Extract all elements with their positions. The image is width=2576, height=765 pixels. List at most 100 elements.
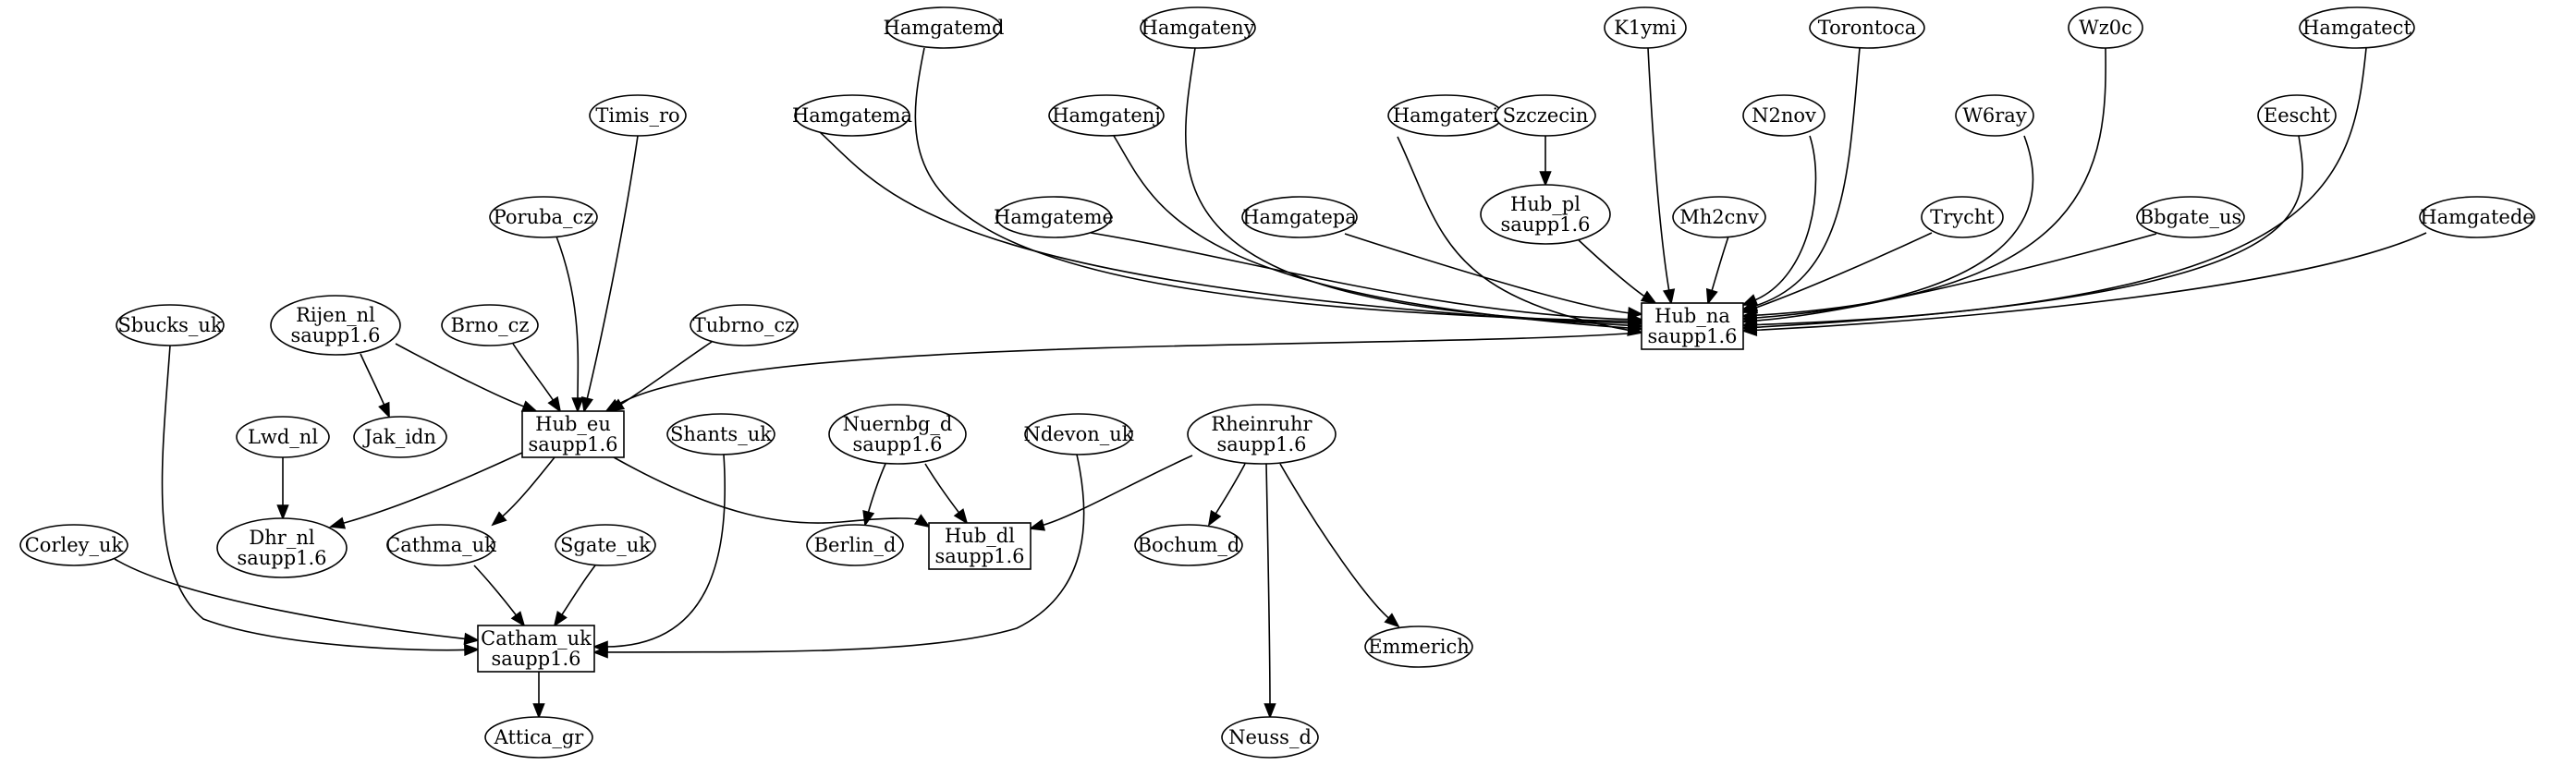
node-trycht[interactable]: Trycht — [1921, 196, 2004, 238]
arrowhead-icon — [1705, 287, 1718, 306]
node-hamgatect[interactable]: Hamgatect — [2299, 6, 2415, 49]
node-eescht[interactable]: Eescht — [2257, 94, 2337, 137]
node-berlin_d[interactable]: Berlin_d — [806, 524, 904, 566]
node-ellipse — [555, 524, 656, 566]
node-label: Bochum_d — [1138, 534, 1240, 556]
node-attica_gr[interactable]: Attica_gr — [484, 716, 593, 759]
node-label: Hub_pl — [1510, 193, 1581, 215]
node-label: saupp1.6 — [1216, 433, 1306, 455]
edge-rijen_nl-to-jak_idn — [360, 353, 390, 419]
node-n2nov[interactable]: N2nov — [1742, 94, 1825, 137]
edge-sbucks_uk-to-catham_uk — [161, 345, 481, 657]
edge-line — [473, 565, 519, 617]
node-torontoca[interactable]: Torontoca — [1809, 6, 1925, 49]
node-ellipse — [2068, 6, 2143, 49]
edge-sgate_uk-to-catham_uk — [553, 565, 596, 627]
node-hamgatede[interactable]: Hamgatede — [2419, 196, 2535, 238]
node-hamgatenj[interactable]: Hamgatenj — [1048, 94, 1165, 137]
edge-line — [1753, 47, 2106, 317]
edge-line — [1753, 47, 1861, 308]
node-corley_uk[interactable]: Corley_uk — [19, 524, 128, 566]
node-poruba_cz[interactable]: Poruba_cz — [489, 196, 598, 238]
node-ellipse — [116, 304, 225, 346]
node-label: Jak_idn — [362, 426, 436, 448]
arrowhead-icon — [463, 632, 481, 645]
edge-line — [1753, 135, 2303, 329]
node-wz0c[interactable]: Wz0c — [2068, 6, 2143, 49]
node-tubrno_cz[interactable]: Tubrno_cz — [690, 304, 799, 346]
node-label: Hub_na — [1654, 305, 1730, 327]
node-ellipse — [1241, 196, 1358, 238]
node-ellipse — [885, 6, 1002, 49]
node-hamgateme[interactable]: Hamgateme — [994, 196, 1114, 238]
node-ellipse — [2136, 196, 2245, 238]
edge-line — [1753, 47, 2367, 326]
node-label: Hamgateri — [1393, 104, 1499, 127]
node-ellipse — [441, 304, 539, 346]
edge-line — [360, 353, 386, 407]
node-box — [928, 522, 1032, 570]
node-label: Trycht — [1930, 206, 1995, 228]
node-hamgateri[interactable]: Hamgateri — [1387, 94, 1504, 137]
node-k1ymi[interactable]: K1ymi — [1604, 6, 1687, 49]
edge-line — [1753, 232, 2427, 332]
node-ellipse — [1134, 524, 1243, 566]
node-emmerich[interactable]: Emmerich — [1364, 625, 1473, 668]
node-jak_idn[interactable]: Jak_idn — [353, 416, 447, 458]
node-neuss_d[interactable]: Neuss_d — [1221, 716, 1319, 759]
node-sbucks_uk[interactable]: Sbucks_uk — [116, 304, 225, 346]
node-label: Emmerich — [1368, 636, 1470, 658]
node-ellipse — [2419, 196, 2535, 238]
node-ellipse — [995, 196, 1112, 238]
node-hamgateny[interactable]: Hamgateny — [1140, 6, 1256, 49]
node-lwd_nl[interactable]: Lwd_nl — [236, 416, 330, 458]
node-timis_ro[interactable]: Timis_ro — [589, 94, 687, 137]
node-label: Hamgatede — [2420, 206, 2533, 228]
node-ellipse — [236, 416, 330, 458]
edge-line — [1752, 135, 1817, 302]
arrowhead-icon — [1640, 290, 1657, 305]
node-ellipse — [386, 524, 495, 566]
node-hamgatemd[interactable]: Hamgatemd — [884, 6, 1005, 49]
node-sgate_uk[interactable]: Sgate_uk — [555, 524, 656, 566]
arrowhead-icon — [1264, 703, 1276, 720]
edge-hamgatepa-to-hub_na — [1344, 233, 1644, 320]
node-ndevon_uk[interactable]: Ndevon_uk — [1023, 413, 1134, 455]
node-bochum_d[interactable]: Bochum_d — [1134, 524, 1243, 566]
node-label: Sgate_uk — [560, 534, 651, 556]
node-cathma_uk[interactable]: Cathma_uk — [385, 524, 496, 566]
edge-nuernbg_d-to-berlin_d — [862, 463, 886, 528]
node-label: N2nov — [1752, 104, 1816, 127]
node-szczecin[interactable]: Szczecin — [1495, 94, 1596, 137]
edge-line — [1344, 233, 1631, 314]
node-box — [521, 410, 625, 458]
node-mh2cnv[interactable]: Mh2cnv — [1672, 196, 1766, 238]
arrowhead-icon — [580, 396, 593, 414]
edge-hub_pl-to-hub_na — [1578, 239, 1657, 305]
arrowhead-icon — [1207, 509, 1222, 527]
arrowhead-icon — [1028, 518, 1046, 531]
node-label: Hub_dl — [945, 525, 1015, 547]
node-brno_cz[interactable]: Brno_cz — [441, 304, 539, 346]
node-hamgatepa[interactable]: Hamgatepa — [1241, 196, 1358, 238]
node-hamgatema[interactable]: Hamgatema — [792, 94, 912, 137]
node-w6ray[interactable]: W6ray — [1955, 94, 2034, 137]
node-ellipse — [1604, 6, 1687, 49]
node-shants_uk[interactable]: Shants_uk — [666, 413, 775, 455]
edge-line — [586, 135, 639, 401]
edge-cathma_uk-to-catham_uk — [473, 565, 526, 627]
edge-hamgatede-to-hub_na — [1740, 232, 2427, 336]
node-bbgate_us[interactable]: Bbgate_us — [2136, 196, 2245, 238]
node-label: Bbgate_us — [2140, 206, 2242, 228]
edge-bbgate_us-to-hub_na — [1740, 233, 2157, 327]
edge-rijen_nl-to-hub_eu — [395, 343, 539, 413]
